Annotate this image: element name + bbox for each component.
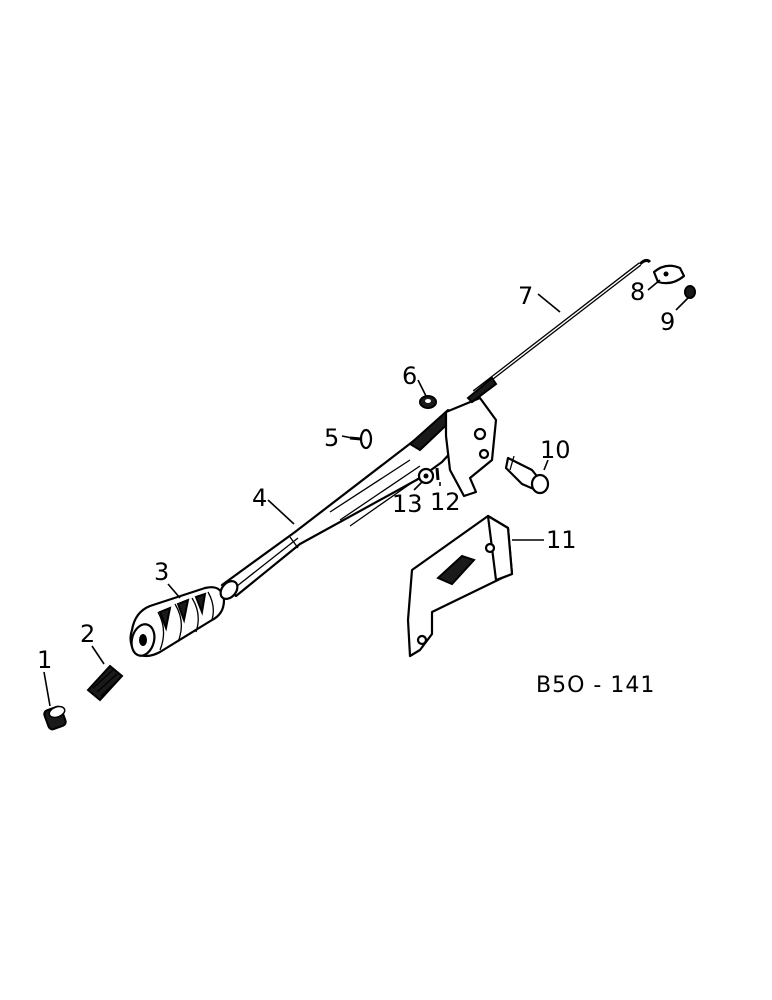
callout-10: 10 xyxy=(540,436,571,464)
callout-2: 2 xyxy=(80,620,95,648)
part-7-rod xyxy=(466,258,652,404)
part-9-washer xyxy=(684,285,696,299)
callout-6: 6 xyxy=(402,362,417,390)
part-2-spring xyxy=(86,664,124,702)
part-11-bracket xyxy=(406,514,514,658)
leader-lines xyxy=(43,279,689,707)
callout-1: 1 xyxy=(37,646,52,674)
callout-7: 7 xyxy=(518,282,533,310)
part-5-pin xyxy=(349,428,373,450)
callout-11: 11 xyxy=(546,526,577,554)
callout-3: 3 xyxy=(154,558,169,586)
part-8-clip xyxy=(652,264,686,285)
callout-12: 12 xyxy=(430,488,461,516)
part-4-lever xyxy=(219,396,498,600)
part-12-pin xyxy=(435,467,440,481)
callout-8: 8 xyxy=(630,278,645,306)
figure-id: B5O - 141 xyxy=(536,673,655,698)
part-13-washer xyxy=(417,467,435,485)
part-3-grip xyxy=(129,586,226,658)
callout-5: 5 xyxy=(324,424,339,452)
callout-labels: 1 2 3 4 5 6 7 8 9 10 11 12 13 xyxy=(37,278,675,674)
callout-4: 4 xyxy=(252,484,267,512)
callout-13: 13 xyxy=(392,490,423,518)
part-10-pin xyxy=(504,455,550,495)
callout-9: 9 xyxy=(660,308,675,336)
part-1-cap xyxy=(43,705,67,731)
part-6-washer xyxy=(419,395,437,409)
